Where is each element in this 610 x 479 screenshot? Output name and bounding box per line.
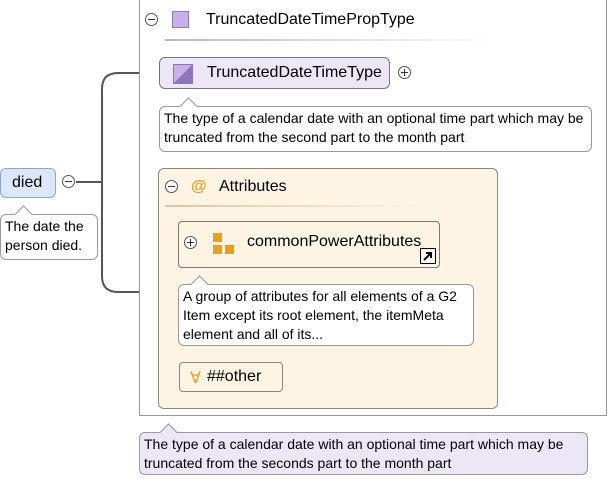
complex-type-icon: [172, 11, 189, 28]
simple-type-icon: [173, 64, 193, 84]
attribute-group-doc: A group of attributes for all elements o…: [178, 275, 474, 346]
base-type-box[interactable]: TruncatedDateTimeType: [159, 57, 390, 89]
collapse-attributes-toggle[interactable]: [165, 180, 178, 193]
attribute-group-box[interactable]: commonPowerAttributes: [178, 221, 440, 268]
shortcut-arrow-icon[interactable]: [420, 248, 436, 264]
base-type-doc: The type of a calendar date with an opti…: [159, 97, 592, 152]
complex-type-name: TruncatedDateTimePropType: [206, 11, 415, 28]
attribute-group-icon: [213, 233, 234, 254]
base-type-doc-text: The type of a calendar date with an opti…: [164, 110, 584, 145]
expand-base-type-toggle[interactable]: [398, 66, 411, 79]
attribute-at-icon: @: [191, 178, 207, 195]
complex-type-doc-text: The type of a calendar date with an opti…: [144, 436, 564, 471]
type-title-underline: [165, 39, 495, 41]
expand-attribute-group-toggle[interactable]: [184, 236, 197, 249]
element-name: died: [12, 174, 43, 191]
attribute-group-name: commonPowerAttributes: [247, 233, 422, 250]
any-attribute-label: ##other: [207, 368, 262, 385]
element-doc-text: The date the person died.: [5, 218, 84, 253]
element-doc: The date the person died.: [0, 205, 98, 260]
collapse-type-toggle[interactable]: [145, 13, 158, 26]
attributes-title-underline: [165, 205, 425, 207]
element-box[interactable]: died: [0, 168, 56, 198]
complex-type-doc: The type of a calendar date with an opti…: [139, 423, 588, 475]
any-attribute-icon: ∀: [190, 370, 201, 387]
base-type-name: TruncatedDateTimeType: [207, 64, 382, 81]
attribute-group-doc-text: A group of attributes for all elements o…: [183, 288, 457, 342]
attributes-title: Attributes: [219, 178, 287, 195]
any-attribute-box[interactable]: ∀ ##other: [179, 362, 283, 392]
collapse-element-toggle[interactable]: [62, 175, 75, 188]
